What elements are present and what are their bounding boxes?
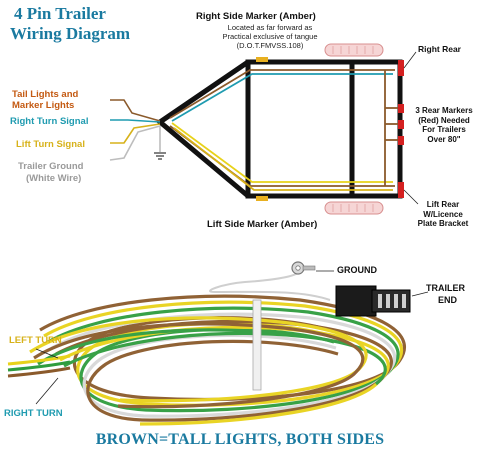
lift-rear-line-1: Lift Rear bbox=[426, 200, 460, 209]
rear-marker-light-3 bbox=[398, 136, 404, 145]
trailer-ground-label-line-1: Trailer Ground bbox=[18, 161, 84, 172]
lift-rear-label: Lift Rear W/Licence Plate Bracket bbox=[412, 200, 474, 229]
marker-note-line-1: Located as far forward as bbox=[227, 23, 313, 32]
marker-note-line-3: (D.O.T.FMVSS.108) bbox=[236, 41, 304, 50]
marker-note-line-2: Practical exclusive of tangue bbox=[222, 32, 318, 41]
left-side-marker-label: Lift Side Marker (Amber) bbox=[207, 219, 318, 230]
left-wheel-fender bbox=[324, 201, 384, 215]
right-wheel-fender bbox=[324, 43, 384, 57]
right-side-marker-label: Right Side Marker (Amber) bbox=[196, 11, 316, 22]
rear-marker-light-1 bbox=[398, 104, 404, 113]
right-rear-light bbox=[398, 60, 404, 76]
left-turn-signal-label: Lift Turn Signal bbox=[16, 139, 85, 150]
tail-lights-label-line-1: Tail Lights and bbox=[12, 89, 79, 100]
pointer-lines bbox=[403, 51, 419, 205]
left-rear-light bbox=[398, 182, 404, 198]
trailer-frame bbox=[245, 59, 403, 199]
left-turn-label: LEFT TURN bbox=[9, 335, 62, 346]
diagram-title-line-2: Wiring Diagram bbox=[10, 24, 131, 43]
right-turn-signal-label: Right Turn Signal bbox=[10, 116, 89, 127]
tail-lights-label-line-2: Marker Lights bbox=[12, 100, 75, 111]
rear-marker-light-2 bbox=[398, 120, 404, 129]
rear-markers-label: 3 Rear Markers (Red) Needed For Trailers… bbox=[414, 106, 474, 144]
rear-markers-line-1: 3 Rear Markers bbox=[415, 106, 473, 115]
rear-markers-line-3: For Trailers bbox=[422, 125, 466, 134]
footer-caption: BROWN=TALL LIGHTS, BOTH SIDES bbox=[95, 431, 385, 448]
ground-ring-terminal bbox=[291, 261, 316, 275]
ground-symbol bbox=[154, 152, 166, 160]
four-pin-connector bbox=[335, 285, 411, 317]
frame-wiring bbox=[169, 69, 400, 191]
harness-illustration bbox=[7, 269, 407, 426]
rear-markers-line-2: (Red) Needed bbox=[418, 115, 470, 125]
diagram-title-line-1: 4 Pin Trailer bbox=[14, 4, 106, 23]
trailer-end-label-line-2: END bbox=[438, 295, 458, 305]
ground-label: GROUND bbox=[337, 265, 377, 275]
fender-hatching bbox=[332, 46, 374, 212]
right-turn-label: RIGHT TURN bbox=[4, 408, 63, 419]
lift-rear-line-3: Plate Bracket bbox=[417, 219, 469, 228]
right-side-marker-light bbox=[256, 57, 268, 62]
left-side-marker-light bbox=[256, 196, 268, 201]
input-wires bbox=[109, 99, 161, 161]
right-rear-label: Right Rear bbox=[418, 44, 461, 54]
trailer-ground-label-line-2: (White Wire) bbox=[26, 173, 82, 184]
harness-callouts bbox=[35, 270, 429, 405]
lift-rear-line-2: W/Licence bbox=[423, 209, 463, 219]
trailer-end-label-line-1: TRAILER bbox=[426, 283, 465, 293]
rear-markers-line-4: Over 80" bbox=[427, 134, 461, 144]
